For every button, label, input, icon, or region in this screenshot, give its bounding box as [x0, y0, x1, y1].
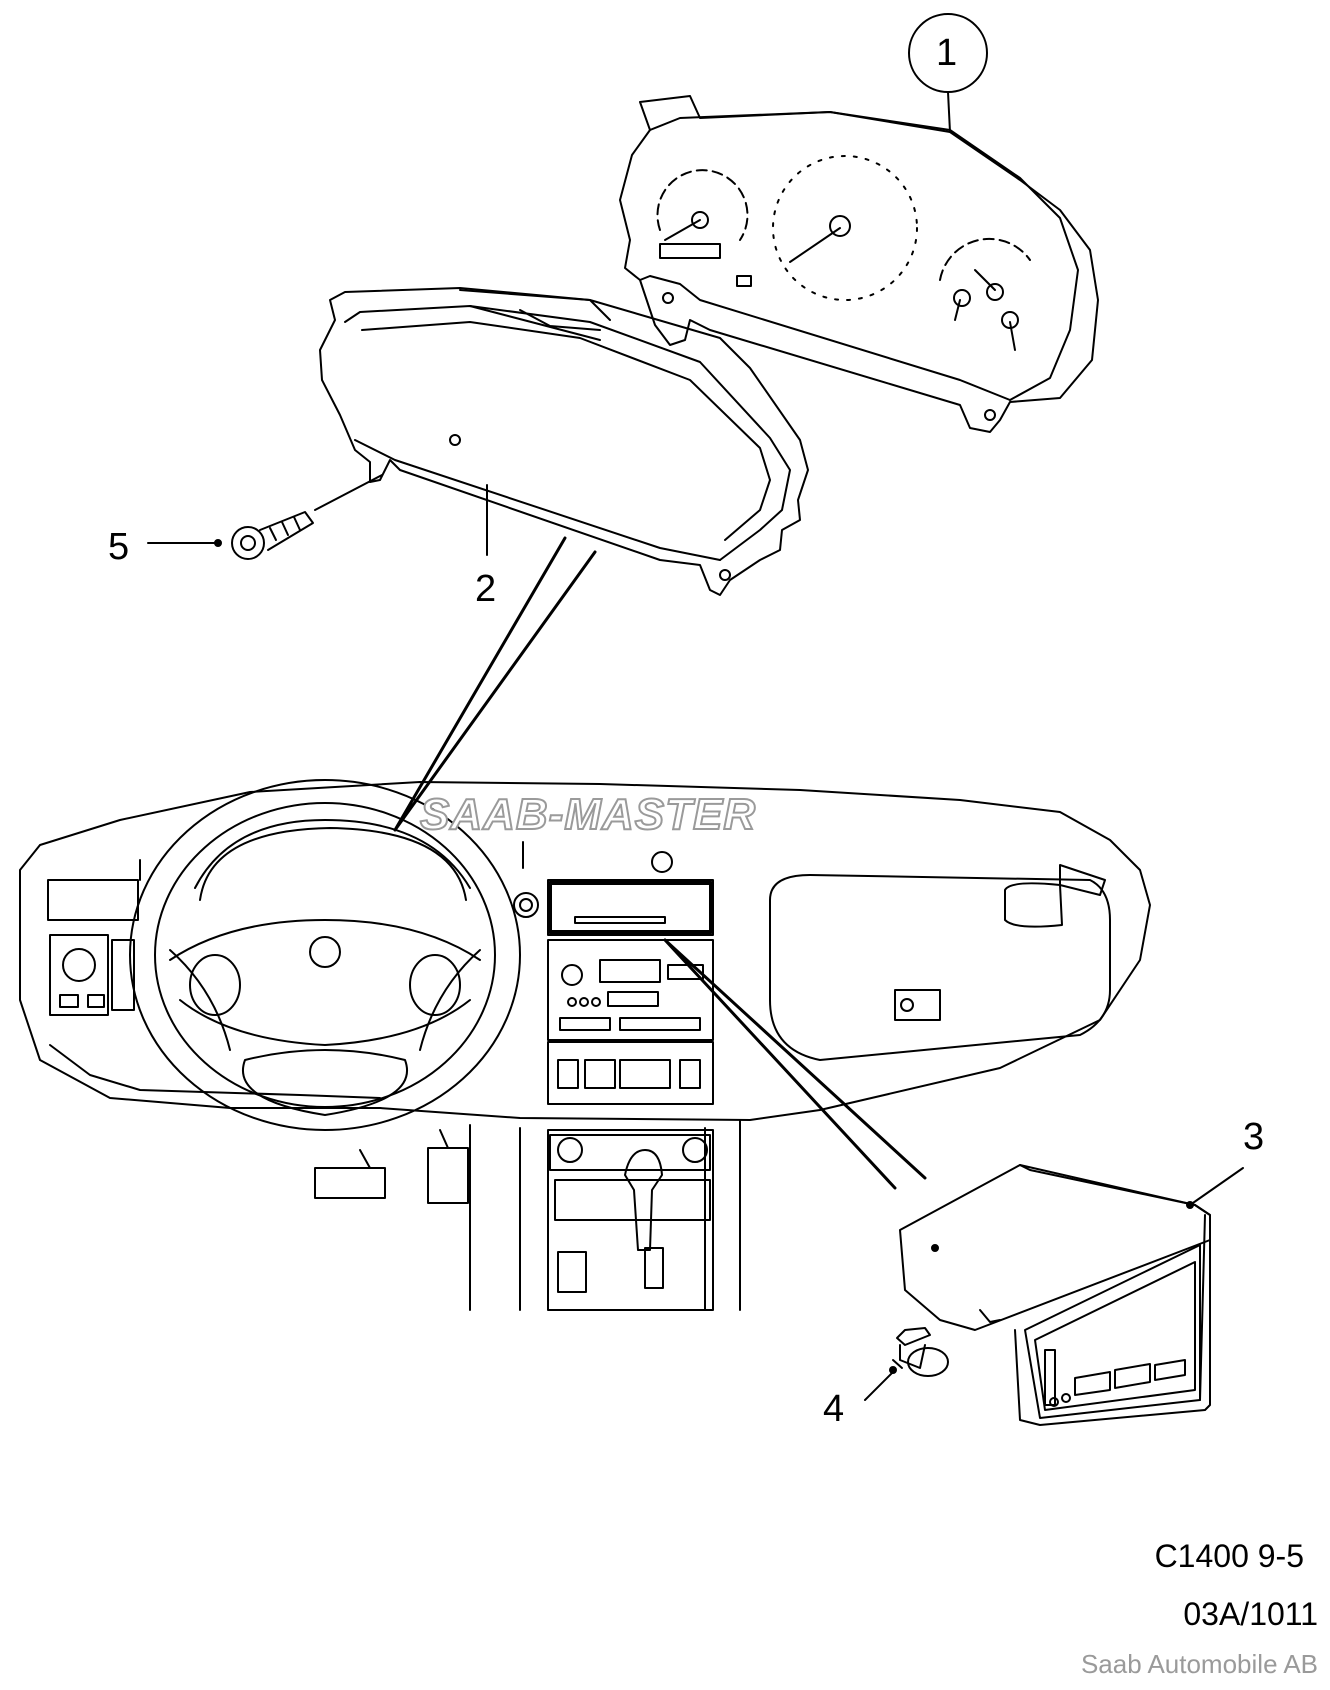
cluster-bezel-part-2 — [319, 287, 809, 596]
diagram-reference: 03A/1011 — [1183, 1596, 1318, 1632]
dashboard-overview — [19, 779, 1151, 1311]
watermark-text: SAAB-MASTER — [419, 789, 757, 840]
callout-1-circle — [908, 13, 988, 93]
callout-3: 3 — [1243, 1116, 1265, 1158]
pointer-line-radio — [663, 938, 927, 1190]
display-unit-part-3 — [899, 1164, 1244, 1426]
screw-part-5 — [147, 474, 383, 560]
bulb-part-4 — [864, 1327, 949, 1401]
callout-5: 5 — [108, 526, 130, 568]
callout-2: 2 — [475, 568, 497, 610]
brand-credit: Saab Automobile AB — [1080, 1649, 1318, 1679]
diagram-code: C1400 9-5 — [1154, 1538, 1304, 1574]
callout-1: 1 — [936, 32, 958, 74]
instrument-cluster-part-1 — [619, 91, 1099, 433]
callout-4: 4 — [823, 1388, 845, 1430]
